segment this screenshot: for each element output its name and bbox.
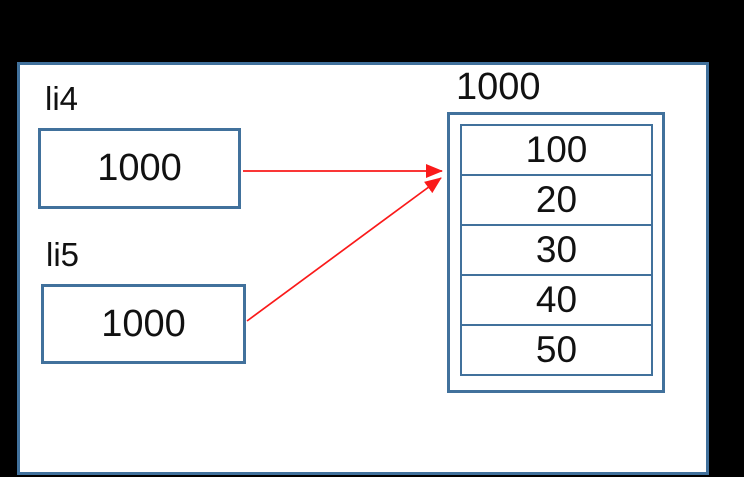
list-address-label: 1000: [456, 66, 541, 108]
list-cell: 100: [525, 129, 588, 170]
list-cell: 20: [462, 174, 651, 224]
list-cell: 30: [462, 224, 651, 274]
list-cells-box: 100 20 30 40 50: [460, 124, 653, 376]
variable-label-li5: li5: [46, 236, 80, 273]
list-cell: 40: [462, 274, 651, 324]
variable-value-li4: 1000: [97, 147, 182, 189]
variable-value-li5: 1000: [101, 302, 186, 345]
list-cell: 50: [462, 324, 651, 374]
variable-label-li4: li4: [45, 80, 79, 117]
variable-box-li5: 1000: [41, 284, 246, 364]
variable-box-li4: 1000: [38, 128, 241, 209]
